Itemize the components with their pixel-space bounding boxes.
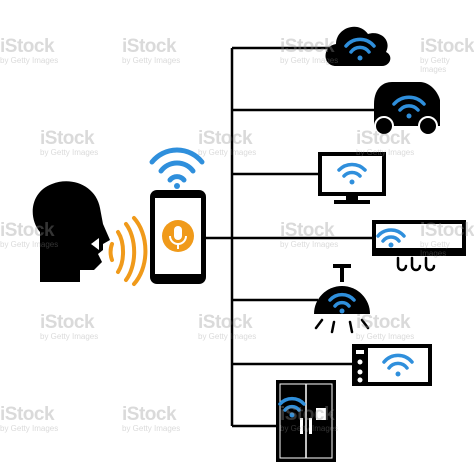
ceiling-lamp-icon <box>314 264 370 334</box>
air-conditioner-icon <box>372 220 466 272</box>
tv-icon <box>318 152 386 204</box>
cloud-icon <box>325 26 391 66</box>
connection-lines <box>206 46 378 428</box>
refrigerator-icon <box>276 380 336 462</box>
microwave-icon <box>352 344 432 386</box>
voice-waves-icon <box>108 216 148 286</box>
speaking-head-icon <box>32 181 110 282</box>
smartphone-icon <box>150 190 206 284</box>
wifi-icon <box>149 147 205 189</box>
car-icon <box>374 82 440 136</box>
